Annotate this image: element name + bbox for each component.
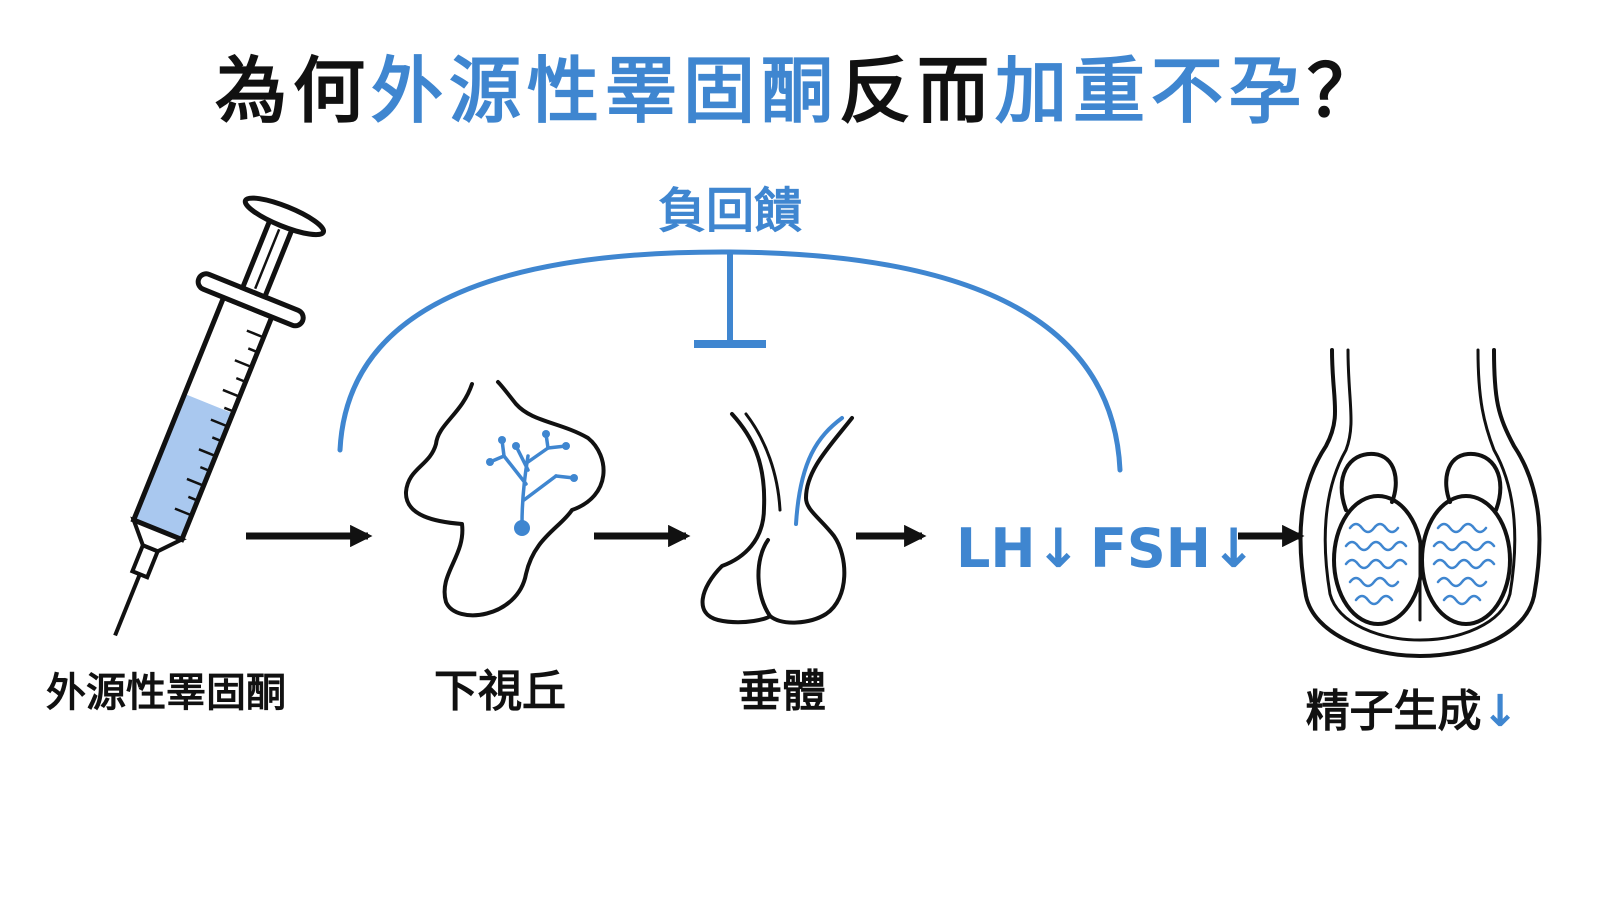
spermatogenesis-text: 精子生成 [1306, 686, 1482, 737]
down-arrow-icon: ↓ [1482, 686, 1519, 737]
title-segment-instead: 反而 [838, 49, 995, 133]
title-segment-infertility: 加重不孕 [995, 49, 1308, 133]
pituitary-label: 垂體 [738, 666, 826, 717]
title-segment-question: ？ [1307, 49, 1386, 133]
hypothalamus-icon [403, 380, 606, 618]
page-title: 為何外源性睪固酮反而加重不孕？ [0, 46, 1600, 136]
title-segment-why: 為何 [214, 49, 371, 133]
spermatogenesis-label: 精子生成↓ [1306, 686, 1519, 737]
hypothalamus-label: 下視丘 [434, 666, 566, 717]
testes-icon [1298, 348, 1542, 659]
feedback-label: 負回饋 [658, 183, 802, 239]
title-segment-testosterone: 外源性睪固酮 [370, 49, 839, 133]
pituitary-icon [700, 412, 854, 625]
negative-feedback: 負回饋 [337, 183, 1123, 473]
lh-label: LH↓ [956, 517, 1081, 580]
fsh-label: FSH↓ [1090, 517, 1256, 580]
feedback-arc [337, 249, 1123, 473]
testosterone-label: 外源性睪固酮 [46, 670, 286, 716]
syringe-icon [113, 195, 327, 637]
